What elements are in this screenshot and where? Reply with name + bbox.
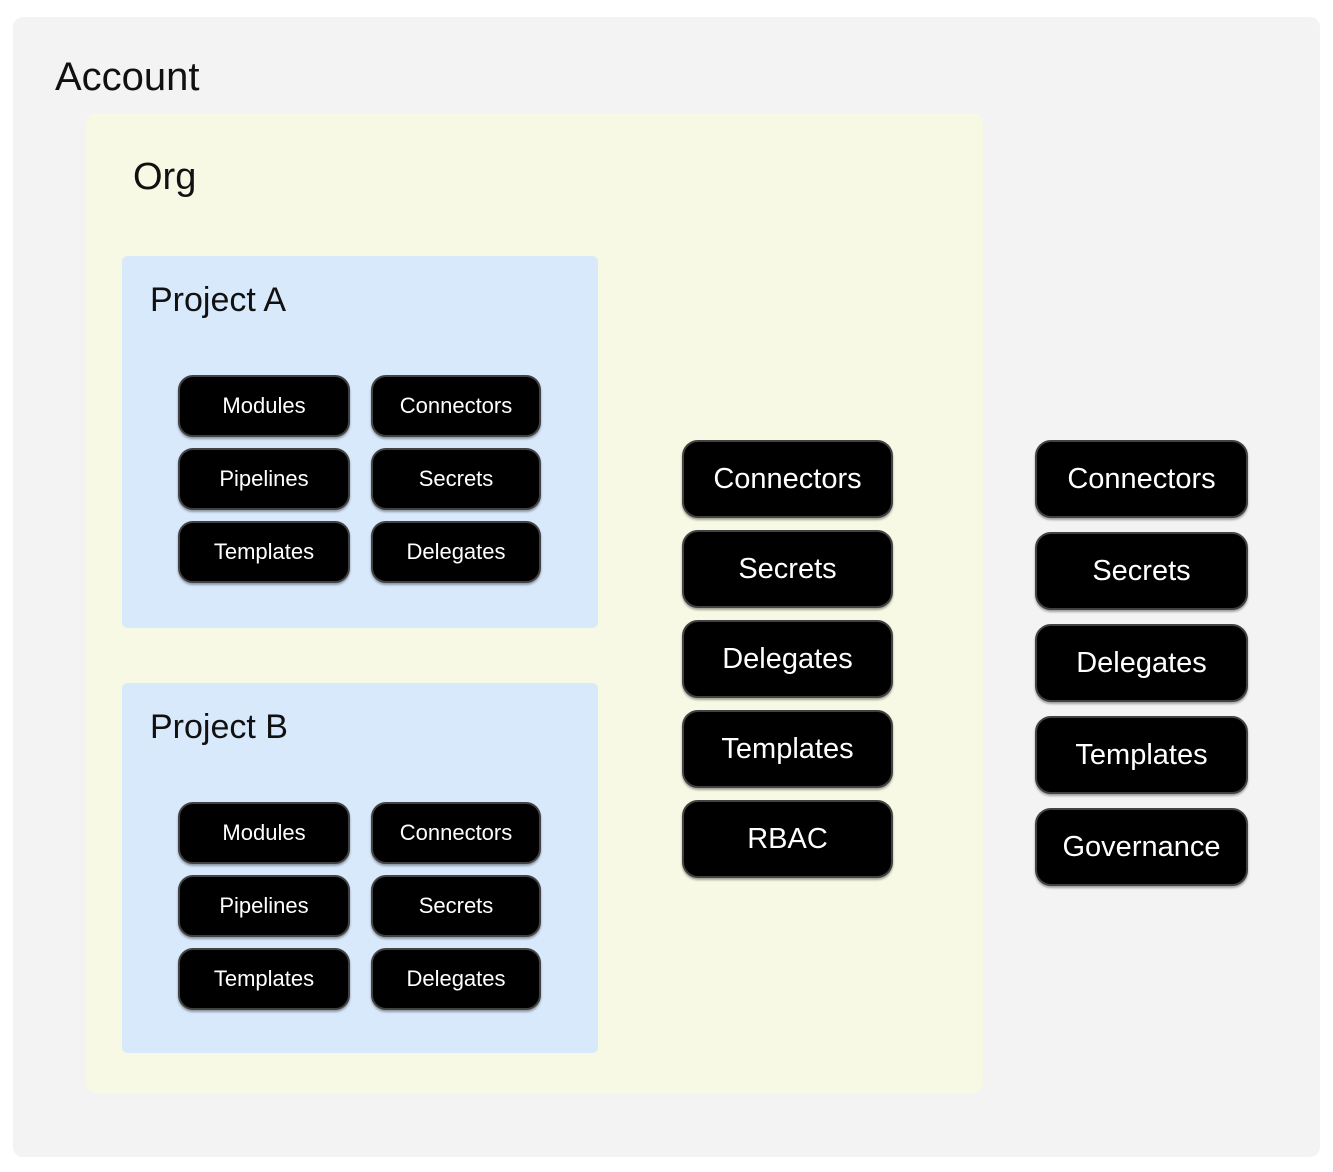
org-node-secrets: Secrets — [682, 530, 893, 608]
project-a-node-grid: Modules Connectors Pipelines Secrets Tem… — [178, 375, 541, 583]
org-node-connectors: Connectors — [682, 440, 893, 518]
account-node-governance: Governance — [1035, 808, 1248, 886]
project-b-node-secrets: Secrets — [371, 875, 541, 937]
project-b-node-connectors: Connectors — [371, 802, 541, 864]
org-node-rbac: RBAC — [682, 800, 893, 878]
project-b-node-modules: Modules — [178, 802, 350, 864]
org-container: Org Project A Modules Connectors Pipelin… — [86, 113, 983, 1093]
project-a-container: Project A Modules Connectors Pipelines S… — [122, 256, 598, 628]
account-container: Account Org Project A Modules Connectors… — [13, 17, 1320, 1157]
project-a-node-templates: Templates — [178, 521, 350, 583]
org-resource-column: Connectors Secrets Delegates Templates R… — [682, 440, 893, 878]
account-node-secrets: Secrets — [1035, 532, 1248, 610]
project-b-node-delegates: Delegates — [371, 948, 541, 1010]
account-node-delegates: Delegates — [1035, 624, 1248, 702]
project-a-title: Project A — [150, 281, 287, 319]
project-b-container: Project B Modules Connectors Pipelines S… — [122, 683, 598, 1053]
org-title: Org — [133, 156, 197, 198]
project-a-node-delegates: Delegates — [371, 521, 541, 583]
project-a-node-pipelines: Pipelines — [178, 448, 350, 510]
project-b-node-pipelines: Pipelines — [178, 875, 350, 937]
project-a-node-connectors: Connectors — [371, 375, 541, 437]
project-a-node-modules: Modules — [178, 375, 350, 437]
project-b-node-grid: Modules Connectors Pipelines Secrets Tem… — [178, 802, 541, 1010]
project-b-title: Project B — [150, 708, 288, 746]
account-node-templates: Templates — [1035, 716, 1248, 794]
account-resource-column: Connectors Secrets Delegates Templates G… — [1035, 440, 1248, 886]
project-b-node-templates: Templates — [178, 948, 350, 1010]
org-node-delegates: Delegates — [682, 620, 893, 698]
org-node-templates: Templates — [682, 710, 893, 788]
account-node-connectors: Connectors — [1035, 440, 1248, 518]
account-title: Account — [55, 55, 200, 99]
project-a-node-secrets: Secrets — [371, 448, 541, 510]
